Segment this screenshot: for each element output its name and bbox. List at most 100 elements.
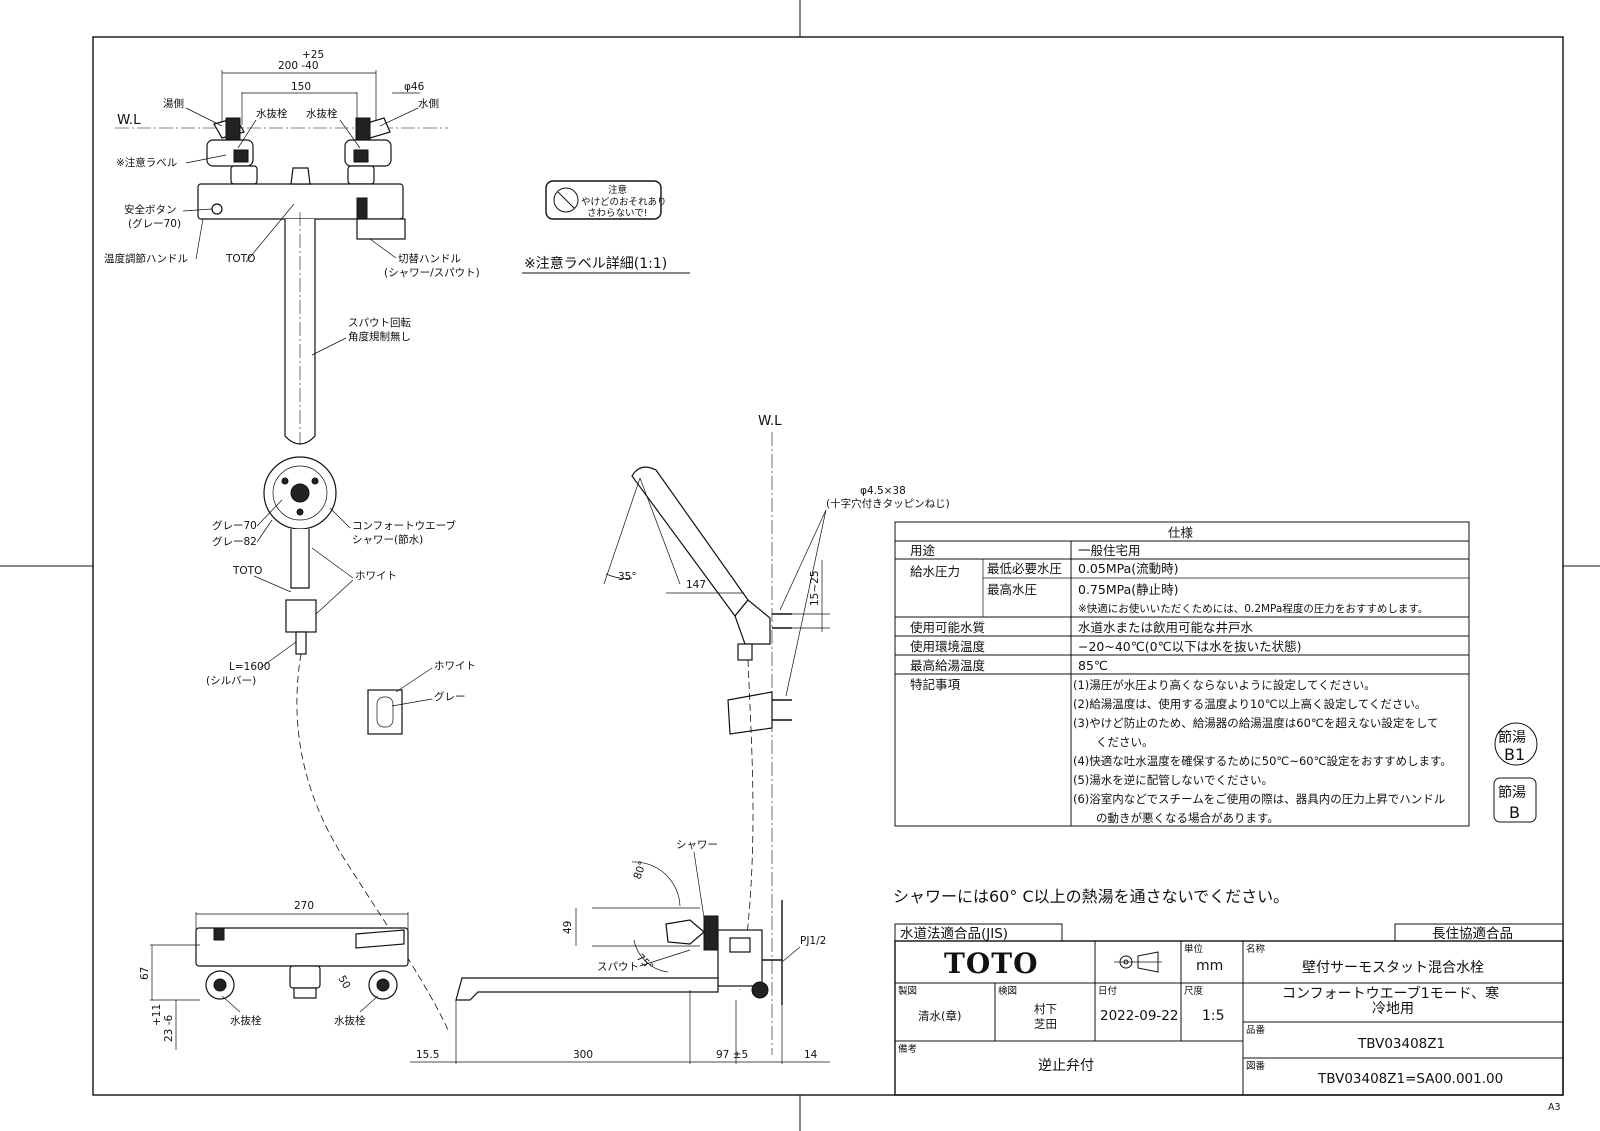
bottom-view: 270 67 +11 23 -6 50 水抜栓 水抜栓 <box>139 900 409 1050</box>
spec-note-2: (3)やけど防止のため、給湯器の給湯温度は60℃を超えない設定をして <box>1073 716 1439 730</box>
dim-15-25: 15~25 <box>809 570 821 606</box>
remarks-value: 逆止弁付 <box>1038 1058 1094 1074</box>
label-caution-label: ※注意ラベル <box>116 156 177 169</box>
spec-notes-label: 特記事項 <box>910 677 961 692</box>
spec-row-6-value: 85℃ <box>1078 658 1108 673</box>
spec-title: 仕様 <box>1168 525 1194 540</box>
dim-14: 14 <box>804 1049 818 1061</box>
part-label: 品番 <box>1246 1024 1266 1036</box>
remarks-label: 備考 <box>898 1043 917 1055</box>
date-value: 2022-09-22 <box>1100 1008 1178 1024</box>
label-hose-length: L=1600 <box>229 661 270 673</box>
title-block: 水道法適合品(JIS) 長住協適合品 TOTO 単位 mm 名称 壁付サーモスタ… <box>894 923 1564 1096</box>
warning-text: シャワーには60° C以上の熱湯を通さないでください。 <box>893 887 1289 906</box>
spec-note-1: (2)給湯温度は、使用する温度より10℃以上高く設定してください。 <box>1073 697 1426 711</box>
name-line-1: 壁付サーモスタット混合水栓 <box>1302 960 1484 976</box>
label-holder-gray: グレー <box>434 690 466 703</box>
dim-97: 97 ±5 <box>716 1049 748 1061</box>
caution-label-detail: 注意 やけどのおそれあり さわらないで! ※注意ラベル詳細(1:1) <box>522 180 690 274</box>
mark-b-bottom: B <box>1509 803 1520 822</box>
caution-title: 注意 <box>608 184 627 196</box>
dim-plus25: +25 <box>302 49 324 61</box>
scale-label: 尺度 <box>1184 985 1204 997</box>
label-drain-bottom-left: 水抜栓 <box>230 1014 262 1027</box>
spec-row-5-label: 使用環境温度 <box>910 639 986 654</box>
dim-phi46: φ46 <box>404 81 425 93</box>
label-gray82: グレー82 <box>212 535 257 548</box>
drawing-no-label: 図番 <box>1246 1060 1266 1072</box>
label-toto-mark: TOTO <box>225 253 255 265</box>
label-drain-bottom-right: 水抜栓 <box>334 1014 366 1027</box>
angle-35: 35° <box>618 571 637 583</box>
label-spout: スパウト <box>597 961 639 973</box>
spec-note-7: の動きが悪くなる場合があります。 <box>1073 811 1279 825</box>
label-temp-handle: 温度調節ハンドル <box>104 252 188 265</box>
label-shower-save: シャワー(節水) <box>352 533 423 546</box>
caution-line-1: やけどのおそれあり <box>581 197 667 208</box>
label-safety-button: 安全ボタン <box>124 203 177 216</box>
drawn-by: 清水(章) <box>918 1009 961 1023</box>
label-spout-rotation: スパウト回転 <box>348 317 411 329</box>
screw-spec: φ4.5×38 <box>860 485 906 497</box>
dim-11: +11 <box>151 1004 163 1026</box>
name-line-2: コンフォートウエーブ1モード、寒 <box>1282 985 1499 1002</box>
spec-row-1-label: 給水圧力 <box>910 564 960 579</box>
name-line-3: 冷地用 <box>1372 1001 1414 1017</box>
dim-15-5: 15.5 <box>416 1049 439 1061</box>
spec-note-3: ください。 <box>1073 735 1154 749</box>
label-drain-right: 水抜栓 <box>306 107 338 120</box>
drawn-label: 製図 <box>898 985 917 997</box>
spec-note-4: (4)快適な吐水温度を確保するために50℃~60℃設定をおすすめします。 <box>1073 754 1452 768</box>
spec-row-3-value: ※快適にお使いいただくためには、0.2MPa程度の圧力をおすすめします。 <box>1078 602 1428 615</box>
shower-head-view: グレー70 グレー82 コンフォートウエーブ シャワー(節水) TOTO ホワイ… <box>206 456 476 1031</box>
label-switch-handle-mode: (シャワー/スパウト) <box>384 267 480 279</box>
dim-50: 50 <box>335 974 352 992</box>
wl-label-side: W.L <box>758 413 782 429</box>
label-cold-side: 水側 <box>418 97 439 110</box>
mark-b1-bottom: B1 <box>1504 745 1525 764</box>
part-no: TBV03408Z1 <box>1357 1036 1445 1052</box>
spec-row-6-label: 最高給湯温度 <box>910 658 986 673</box>
spec-row-1-sub: 最低必要水圧 <box>987 561 1062 576</box>
spec-row-4-label: 使用可能水質 <box>910 620 985 635</box>
choju-label: 長住協適合品 <box>1432 925 1513 942</box>
unit-label: 単位 <box>1184 943 1204 955</box>
label-drain-left: 水抜栓 <box>256 107 288 120</box>
wl-label-front: W.L <box>117 112 141 128</box>
date-label: 日付 <box>1098 986 1118 997</box>
unit-value: mm <box>1196 958 1223 974</box>
caution-line-2: さわらないで! <box>587 208 648 219</box>
label-safety-button-color: (グレー70) <box>128 217 181 230</box>
spec-row-2-sub: 最高水圧 <box>987 582 1037 597</box>
dim-23: 23 -6 <box>163 1015 175 1042</box>
name-label: 名称 <box>1246 943 1266 955</box>
water-saving-marks: 節湯 B1 節湯 B <box>1493 722 1538 823</box>
spec-row-5-value: −20~40℃(0℃以下は水を抜いた状態) <box>1078 639 1302 654</box>
label-toto-head: TOTO <box>232 565 262 577</box>
jis-label: 水道法適合品(JIS) <box>900 925 1008 942</box>
mark-b-top: 節湯 <box>1498 784 1526 801</box>
spec-note-0: (1)湯圧が水圧より高くならないように設定してください。 <box>1073 678 1376 692</box>
dim-200: 200 -40 <box>278 60 319 72</box>
label-hose-color: (シルバー) <box>206 675 256 687</box>
label-comfort-wave: コンフォートウエーブ <box>352 519 457 532</box>
spec-note-5: (5)湯水を逆に配管しないでください。 <box>1073 773 1273 787</box>
dim-150: 150 <box>291 81 311 93</box>
angle-80: 80° <box>632 859 650 881</box>
label-shower: シャワー <box>676 839 718 851</box>
bottom-side-view: 49 80° 75° シャワー スパウト PJ1/2 15.5 300 97 ±… <box>410 839 830 1064</box>
label-white-head: ホワイト <box>355 570 397 582</box>
spec-note-6: (6)浴室内などでスチームをご使用の際は、器具内の圧力上昇でハンドル <box>1073 792 1445 806</box>
front-view: W.L +25 200 -40 150 φ46 湯側 <box>104 49 480 445</box>
spec-table: 仕様 用途 一般住宅用 給水圧力 最低必要水圧 0.05MPa(流動時) 最高水… <box>894 521 1470 827</box>
spec-row-2-value: 0.75MPa(静止時) <box>1078 582 1179 597</box>
checked-label: 検図 <box>998 985 1017 997</box>
mark-b1-top: 節湯 <box>1498 729 1526 746</box>
scale-value: 1:5 <box>1202 1008 1225 1024</box>
drawing-no: TBV03408Z1=SA00.001.00 <box>1317 1071 1503 1087</box>
label-detail-title: ※注意ラベル詳細(1:1) <box>524 255 667 272</box>
dim-270: 270 <box>294 900 314 912</box>
dim-67: 67 <box>139 967 151 980</box>
